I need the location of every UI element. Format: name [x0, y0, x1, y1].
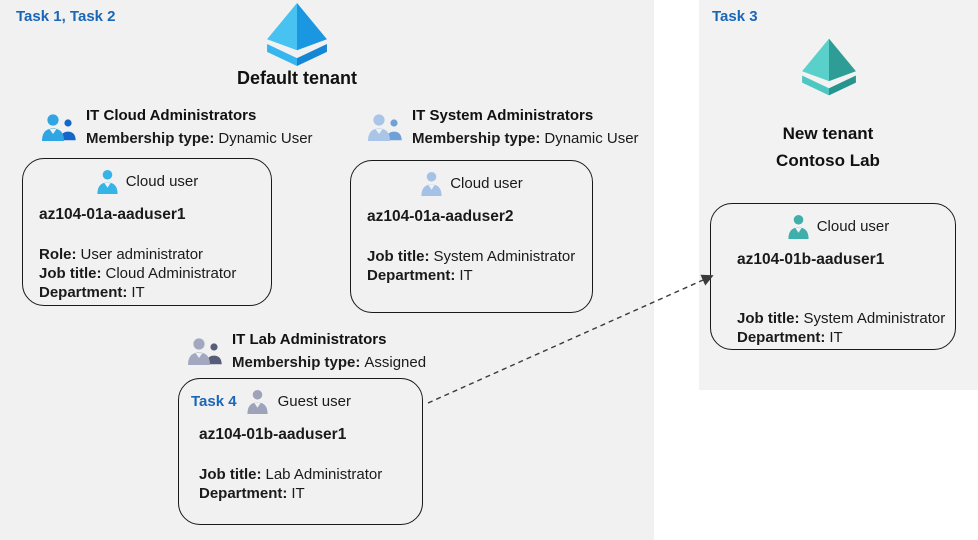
card-header: Cloud user [737, 214, 939, 239]
user-name: az104-01a-aaduser1 [39, 206, 186, 223]
group-it-cloud-administrators: IT Cloud Administrators Membership type:… [40, 104, 313, 150]
user-card-az104-01a-aaduser1: Cloud user az104-01a-aaduser1 Role:User … [22, 158, 272, 306]
default-tenant-title: Default tenant [236, 68, 357, 88]
user-card-az104-01b-aaduser1-new-tenant: Cloud user az104-01b-aaduser1 Job title:… [710, 203, 956, 350]
group-it-lab-administrators: IT Lab Administrators Membership type:As… [186, 328, 426, 374]
field-department: Department:IT [737, 329, 843, 346]
group-membership: Membership type:Assigned [232, 354, 427, 371]
group-icon [42, 114, 78, 141]
task-4-label: Task 4 [191, 393, 237, 410]
user-type-label: Cloud user [450, 175, 523, 192]
cloud-user-icon [97, 170, 118, 194]
task-3-label: Task 3 [712, 8, 758, 25]
user-card-az104-01a-aaduser2: Cloud user az104-01a-aaduser2 Job title:… [350, 160, 593, 313]
task-1-2-label: Task 1, Task 2 [16, 8, 116, 25]
new-tenant-title-line2: Contoso Lab [776, 151, 880, 170]
user-type-label: Cloud user [125, 173, 199, 190]
field-job-title: Job title:System Administrator [737, 310, 946, 327]
azure-ad-tenant-icon-blue [267, 3, 327, 66]
group-icon [368, 114, 404, 141]
group-membership: Membership type:Dynamic User [412, 130, 639, 147]
user-name: az104-01b-aaduser1 [199, 426, 347, 443]
guest-user-icon [247, 390, 268, 414]
guest-card-az104-01b-aaduser1: Task 4 Guest user az104-01b-aaduser1 Job… [178, 378, 423, 525]
user-name: az104-01b-aaduser1 [737, 251, 885, 268]
new-tenant-title-line1: New tenant [782, 124, 874, 143]
field-department: Department:IT [39, 284, 145, 301]
cloud-user-icon [421, 172, 442, 196]
group-it-system-administrators: IT System Administrators Membership type… [366, 104, 639, 150]
group-icon [188, 338, 224, 365]
card-header: Cloud user [39, 169, 255, 194]
user-name: az104-01a-aaduser2 [367, 208, 514, 225]
field-job-title: Job title:Lab Administrator [199, 466, 383, 483]
field-job-title: Job title:Cloud Administrator [39, 265, 237, 282]
card-header: Task 4 Guest user [191, 389, 406, 414]
user-fields: Job title:System Administrator Departmen… [367, 247, 576, 285]
group-name: IT System Administrators [412, 107, 594, 124]
group-name: IT Cloud Administrators [86, 107, 257, 124]
user-fields: Job title:System Administrator Departmen… [737, 309, 946, 347]
user-fields: Role:User administrator Job title:Cloud … [39, 245, 255, 302]
group-membership: Membership type:Dynamic User [86, 130, 313, 147]
user-type-label: Cloud user [816, 218, 890, 235]
user-type-label: Guest user [277, 393, 351, 410]
user-fields: Job title:Lab Administrator Department:I… [199, 465, 406, 503]
default-tenant-panel [0, 0, 654, 540]
field-department: Department:IT [367, 267, 473, 284]
field-job-title: Job title:System Administrator [367, 248, 576, 265]
card-header: Cloud user [367, 171, 576, 196]
cloud-user-icon [788, 215, 809, 239]
azure-ad-tenant-icon-teal [802, 38, 856, 96]
group-name: IT Lab Administrators [232, 331, 387, 348]
field-role: Role:User administrator [39, 246, 204, 263]
field-department: Department:IT [199, 485, 305, 502]
